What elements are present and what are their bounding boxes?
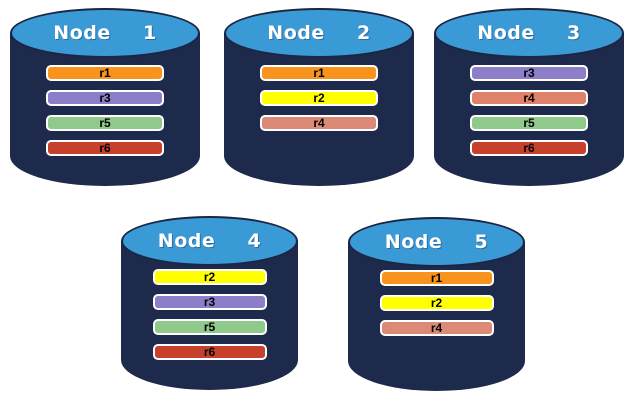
cylinder-top: Node 2: [224, 8, 414, 58]
node-title: Node 5: [384, 231, 489, 253]
replica-bar-r6: r6: [470, 140, 588, 156]
cylinder-body: [224, 33, 414, 186]
replica-bar-r4: r4: [470, 90, 588, 106]
replica-bar-r2: r2: [260, 90, 378, 106]
replica-bar-r2: r2: [152, 269, 267, 285]
cylinder-top: Node 4: [121, 216, 298, 266]
replica-list: r2 r3 r5 r6: [152, 269, 267, 360]
replica-bar-r6: r6: [46, 140, 164, 156]
node-title: Node 4: [157, 230, 262, 252]
database-node-1: Node 1 r1 r3 r5 r6: [10, 8, 200, 186]
replica-bar-r3: r3: [470, 65, 588, 81]
replica-bar-r3: r3: [46, 90, 164, 106]
database-node-4: Node 4 r2 r3 r5 r6: [121, 216, 298, 390]
cylinder-body: [10, 33, 200, 186]
replica-list: r1 r3 r5 r6: [46, 65, 164, 156]
replica-bar-r3: r3: [152, 294, 267, 310]
replica-bar-r4: r4: [379, 320, 494, 336]
database-node-5: Node 5 r1 r2 r4: [348, 217, 525, 391]
replica-bar-r4: r4: [260, 115, 378, 131]
replica-bar-r5: r5: [470, 115, 588, 131]
database-node-3: Node 3 r3 r4 r5 r6: [434, 8, 624, 186]
cylinder-top: Node 1: [10, 8, 200, 58]
database-node-2: Node 2 r1 r2 r4: [224, 8, 414, 186]
replica-bar-r6: r6: [152, 344, 267, 360]
replica-bar-r1: r1: [46, 65, 164, 81]
node-title: Node 1: [53, 22, 157, 44]
replica-bar-r1: r1: [379, 270, 494, 286]
cylinder-top: Node 5: [348, 217, 525, 267]
cylinder-body: [434, 33, 624, 186]
node-title: Node 3: [477, 22, 581, 44]
replica-bar-r5: r5: [152, 319, 267, 335]
cylinder-top: Node 3: [434, 8, 624, 58]
replica-list: r1 r2 r4: [379, 270, 494, 336]
replica-bar-r5: r5: [46, 115, 164, 131]
node-title: Node 2: [267, 22, 371, 44]
replica-list: r1 r2 r4: [260, 65, 378, 131]
replica-list: r3 r4 r5 r6: [470, 65, 588, 156]
replica-bar-r1: r1: [260, 65, 378, 81]
replica-bar-r2: r2: [379, 295, 494, 311]
